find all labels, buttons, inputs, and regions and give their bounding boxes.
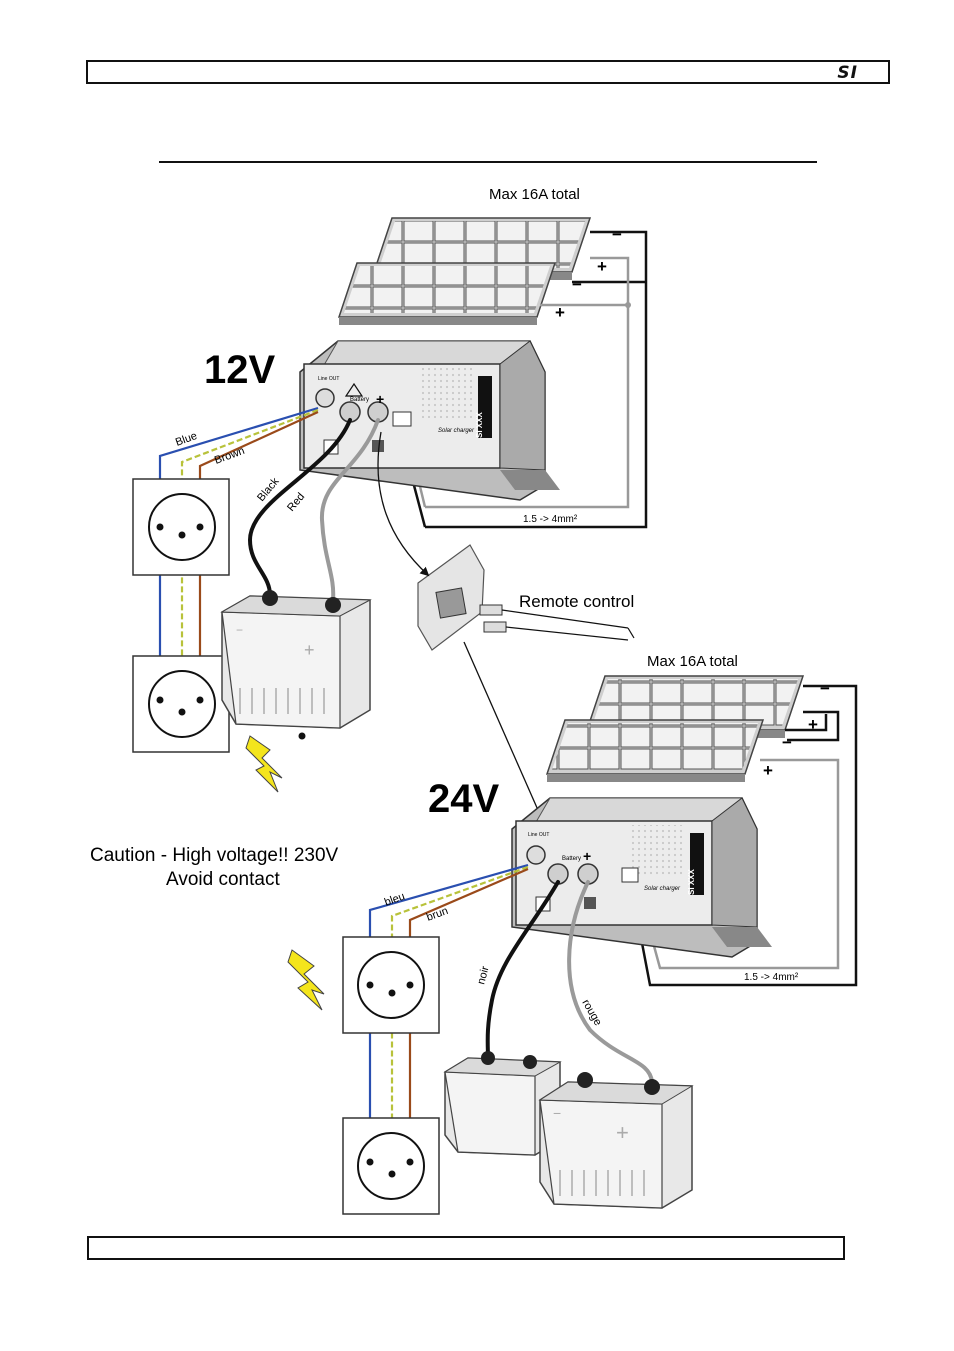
solar-panel-12v-back [372,217,592,280]
battery-plus-sign-24v: + [616,1120,629,1145]
panel-plus-12v-b: + [555,303,565,322]
solar-max-12v: Max 16A total [489,186,580,203]
caution-line1: Caution - High voltage!! 230V [90,845,339,866]
wire-brown-12v: Brown [213,445,246,467]
panel-plus-24v-b: + [763,761,773,780]
mains-wires-12v [158,406,319,730]
model-label-12v: SI XXX [475,412,484,438]
battery-minus-24v: − [553,1105,561,1121]
remote-arrow-12v [377,431,430,577]
panel-minus-12v-b: − [572,275,582,294]
solar-max-24v: Max 16A total [647,653,738,670]
model-label-24v: SI XXX [687,869,696,895]
footer-frame [87,1236,845,1260]
solar-charger-label-12v: Solar charger [438,428,475,434]
inverter-12v [299,340,560,501]
solar-panel-24v-front [545,719,765,782]
caution-line2: Avoid contact [166,869,280,890]
remote-connector [417,544,635,651]
line-out-label-24v: Line OUT [528,832,549,838]
battery-label-24v: Battery [562,856,581,862]
inverter-24v [511,797,772,958]
wall-socket-12v-upper [132,478,230,576]
remote-control-label: Remote control [519,592,634,611]
battery-24v-right [538,1072,694,1209]
wall-socket-24v-upper [342,936,440,1034]
lightning-icon [287,949,325,1011]
bullet-dot [298,732,306,740]
battery-plus-sign-12v: + [304,640,315,660]
title-rule [159,161,817,163]
battery-cables-24v [485,880,654,1084]
wire-spec-12v: 1.5 -> 4mm² [523,514,578,525]
header-frame: SI [86,60,890,84]
battery-12v [220,590,372,729]
wall-socket-12v-lower [132,655,230,753]
line-out-label-12v: Line OUT [318,376,339,382]
solar-charger-label-24v: Solar charger [644,886,681,892]
cable-red-12v: Red [285,491,307,514]
voltage-label-24v: 24V [428,777,499,821]
panel-minus-24v-a: − [820,679,830,698]
mains-wires-24v [368,863,529,1172]
wire-blue-24v: bleu [383,890,407,908]
lightning-icon [245,735,283,793]
wire-spec-24v: 1.5 -> 4mm² [744,972,799,983]
battery-minus-12v: − [236,623,243,637]
wire-brown-24v: brun [425,905,450,924]
panel-plus-12v-a: + [597,257,607,276]
cable-black-12v: Black [255,475,282,504]
battery-24v-left [443,1051,562,1156]
panel-minus-24v-b: − [782,733,792,752]
header-logo: SI [837,63,858,83]
voltage-label-12v: 12V [204,348,275,392]
panel-plus-24v-a: + [808,715,818,734]
panel-minus-12v-a: − [612,225,622,244]
wall-socket-24v-lower [342,1117,440,1215]
battery-plus-12v: + [376,391,384,407]
cable-black-24v: noir [475,965,491,986]
solar-panel-12v-front [337,262,557,325]
battery-cables-12v [247,418,380,602]
battery-label-12v: Battery [350,397,369,403]
battery-plus-24v: + [583,848,591,864]
